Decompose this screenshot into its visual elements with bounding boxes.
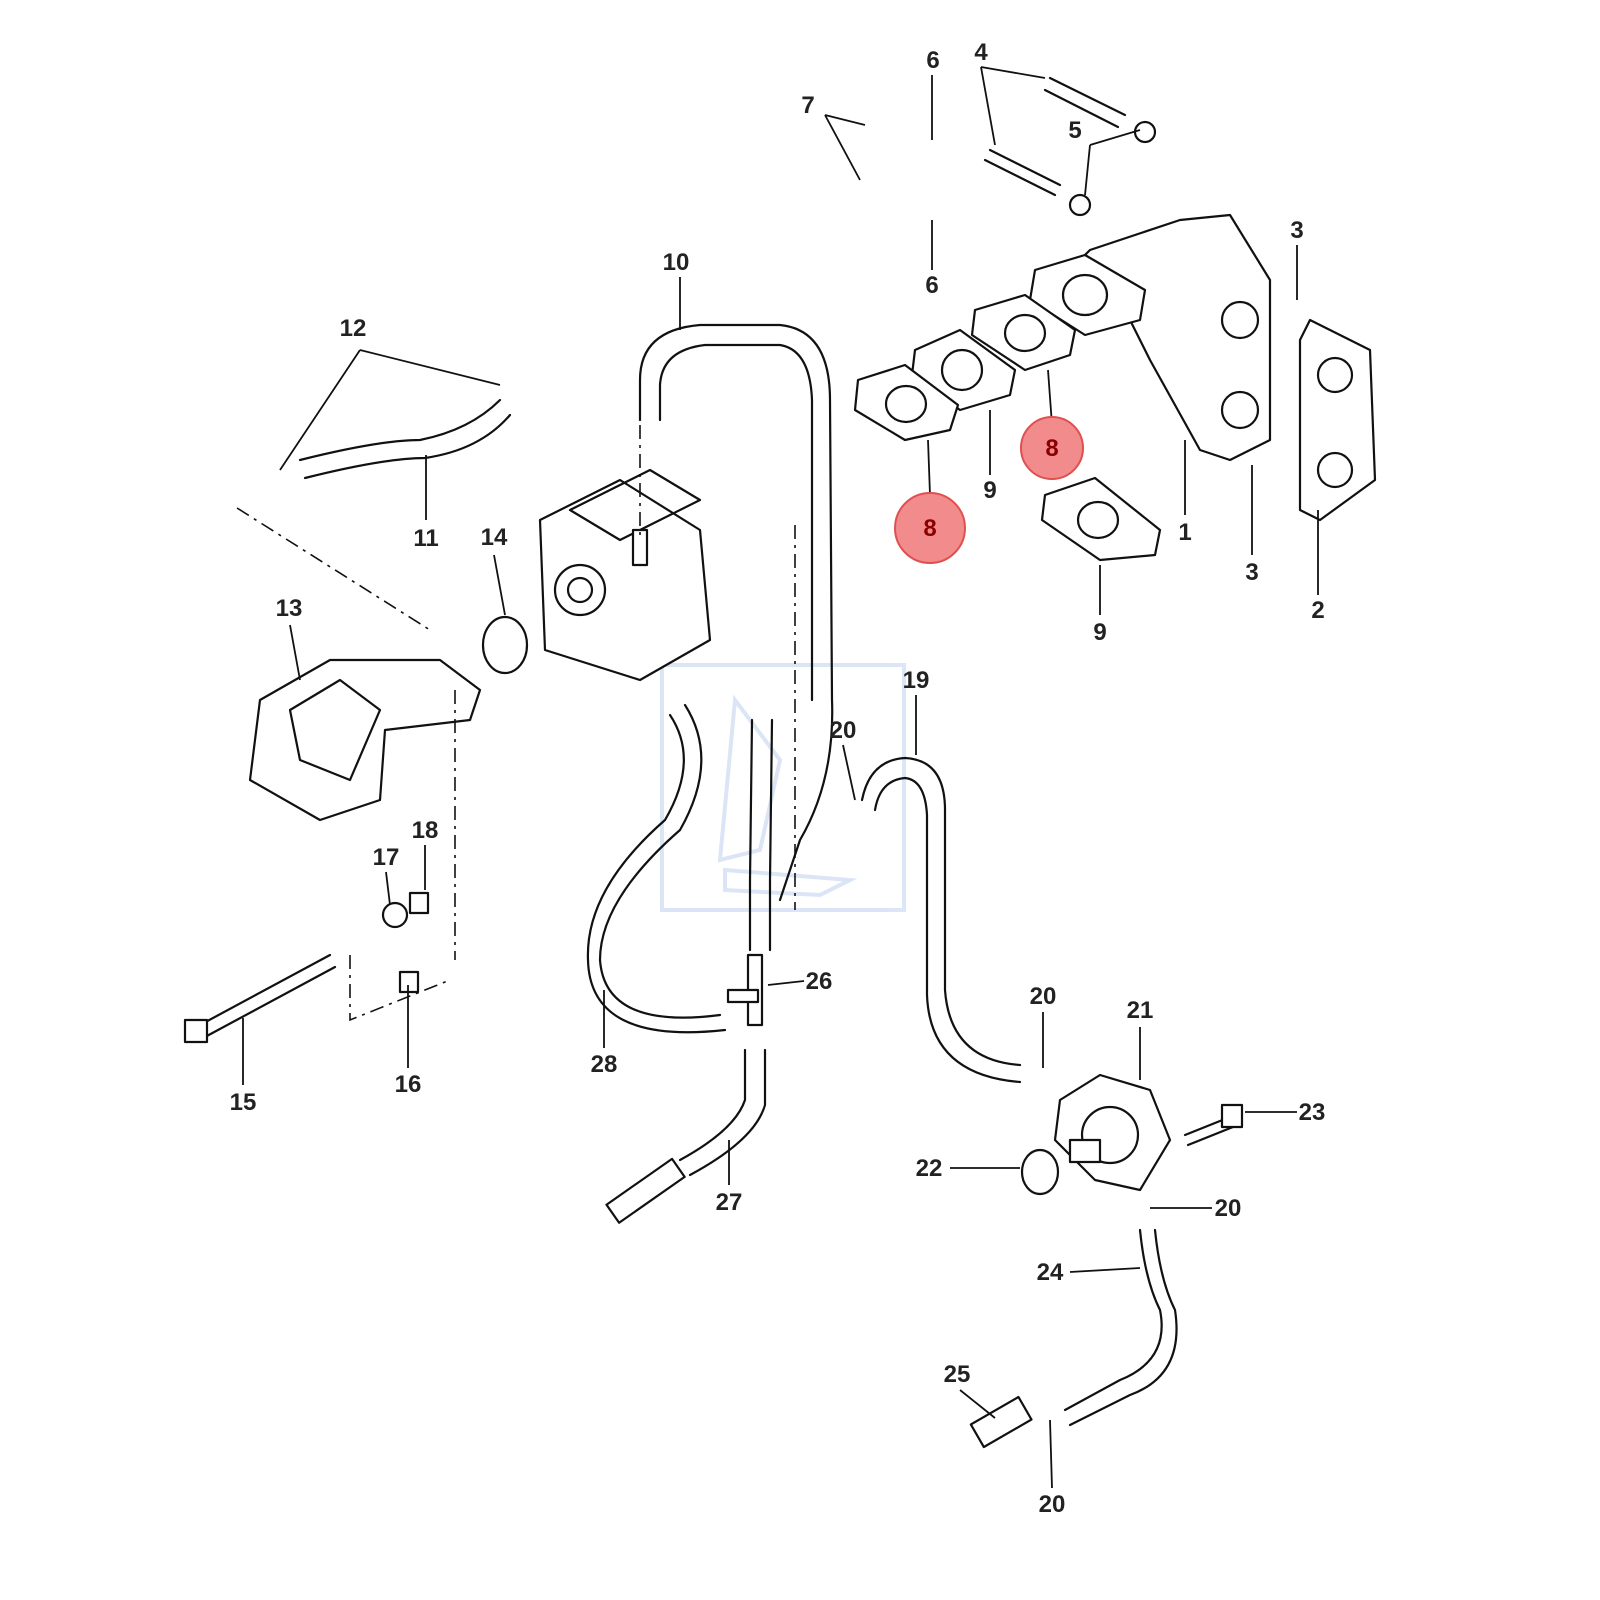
gasket-8-lower [853,363,960,442]
hose-10 [638,323,834,902]
gasket-9-alt [1040,476,1162,562]
callout-28[interactable]: 28 [591,1051,618,1078]
callout-5[interactable]: 5 [1068,117,1081,144]
highlight-marker-8-upper[interactable] [1020,416,1084,480]
callout-26[interactable]: 26 [806,968,833,995]
o-ring-22 [1020,1148,1060,1196]
callout-20[interactable]: 20 [1039,1491,1066,1518]
callout-3[interactable]: 3 [1290,217,1303,244]
callout-11[interactable]: 11 [413,525,438,552]
hose-24 [1063,1228,1178,1427]
callout-19[interactable]: 19 [903,667,930,694]
callout-7[interactable]: 7 [801,92,814,119]
callout-13[interactable]: 13 [276,595,303,622]
callout-8[interactable]: 8 [923,515,936,542]
watermark-logo [660,663,906,912]
hose-11 [298,398,512,480]
callout-8[interactable]: 8 [1045,435,1058,462]
callout-15[interactable]: 15 [230,1089,257,1116]
gasket-8-upper [970,293,1077,372]
callout-12[interactable]: 12 [340,315,367,342]
bolts-4 [983,76,1127,197]
callout-10[interactable]: 10 [663,249,690,276]
callout-25[interactable]: 25 [944,1361,971,1388]
callout-4[interactable]: 4 [974,39,988,66]
callout-24[interactable]: 24 [1037,1259,1064,1286]
callout-1[interactable]: 1 [1178,519,1191,546]
callout-17[interactable]: 17 [373,844,400,871]
callout-9[interactable]: 9 [1093,619,1106,646]
callout-6[interactable]: 6 [926,47,939,74]
tee-fitting-26 [726,953,764,1027]
o-ring-14 [481,615,529,675]
carburetor [538,468,712,682]
callout-18[interactable]: 18 [412,817,439,844]
callout-16[interactable]: 16 [395,1071,422,1098]
hose-main [748,718,774,952]
highlight-marker-8-lower[interactable] [894,492,966,564]
air-silencer [248,658,482,822]
fuel-connector-25 [969,1395,1033,1449]
bolt-15 [183,953,337,1044]
hose-27 [605,1048,767,1224]
hose-19 [860,756,1022,1084]
bolt-23 [1183,1103,1244,1147]
gasket-2 [1298,318,1377,522]
callout-20[interactable]: 20 [1030,983,1057,1010]
callout-9[interactable]: 9 [983,477,996,504]
callout-14[interactable]: 14 [481,524,508,551]
callout-3[interactable]: 3 [1245,559,1258,586]
callout-27[interactable]: 27 [716,1189,743,1216]
callout-22[interactable]: 22 [916,1155,943,1182]
callout-2[interactable]: 2 [1311,597,1324,624]
callout-20[interactable]: 20 [1215,1195,1242,1222]
intake-manifold [1058,213,1272,462]
callout-23[interactable]: 23 [1299,1099,1326,1126]
callout-21[interactable]: 21 [1127,997,1154,1024]
hose-28 [586,703,727,1034]
callout-20[interactable]: 20 [830,717,857,744]
fuel-pump [1053,1073,1172,1192]
callout-6[interactable]: 6 [925,272,938,299]
